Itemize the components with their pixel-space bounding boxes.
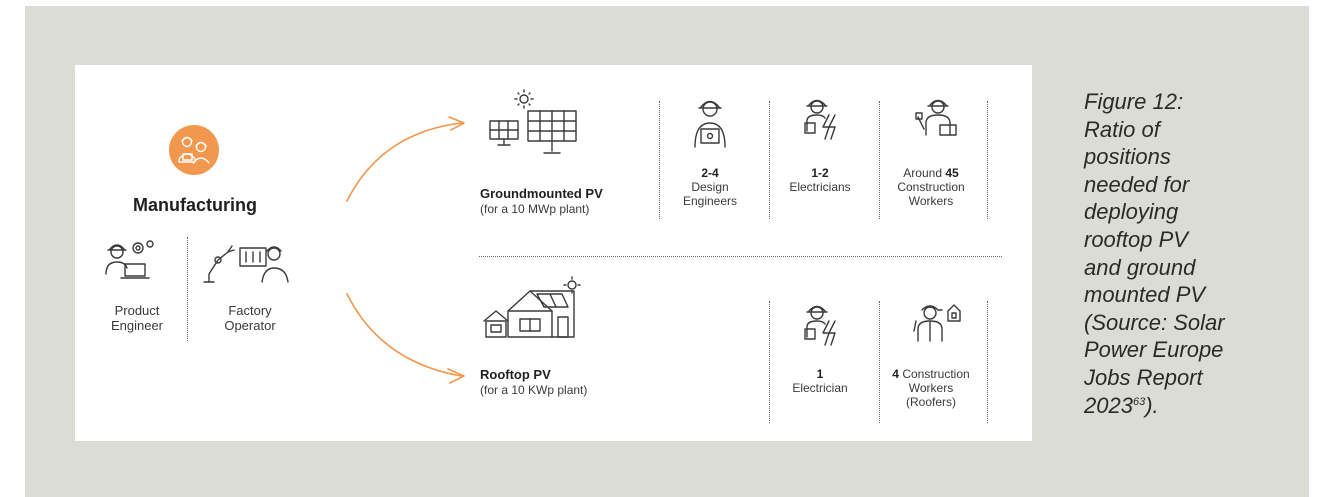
position-electricians: 1-2 Electricians (775, 166, 865, 194)
divider (769, 301, 770, 423)
role-line: Engineer (110, 318, 164, 333)
role-line: Operator (224, 318, 276, 333)
position-prefix: Around (903, 166, 946, 180)
role-factory-operator: Factory Operator (190, 303, 310, 333)
position-label: Workers (908, 194, 954, 208)
manufacturing-title: Manufacturing (133, 195, 257, 215)
position-label: Electrician (792, 381, 848, 395)
figure-caption: Figure 12: Ratio of positions needed for… (1084, 88, 1284, 419)
caption-closing: ). (1145, 392, 1159, 418)
position-construction-workers: Around 45 Construction Workers (881, 166, 981, 208)
manufacturing-divider (187, 237, 188, 341)
section-divider (479, 256, 1002, 257)
caption-line: (Source: Solar (1084, 309, 1225, 335)
position-value: 2-4 (701, 166, 719, 180)
caption-last-line: 202363). (1084, 392, 1284, 420)
rooftop-title: Rooftop PV (480, 367, 551, 382)
caption-line: rooftop PV (1084, 226, 1188, 252)
solar-panels-sun-icon (489, 89, 577, 154)
position-design-engineers: 2-4 Design Engineers (665, 166, 755, 208)
groundmounted-subtitle: (for a 10 MWp plant) (480, 202, 590, 216)
caption-line: needed for (1084, 171, 1190, 197)
house-solar-roof-icon (483, 276, 581, 338)
divider (879, 301, 880, 423)
position-label: Electricians (789, 180, 851, 194)
role-line: Factory (228, 303, 272, 318)
position-value-line: 4 Construction (881, 367, 981, 381)
design-engineer-icon (694, 100, 726, 148)
caption-year: 2023 (1084, 392, 1133, 418)
engineer-gears-icon (105, 240, 154, 279)
factory-operator-icon (203, 245, 289, 283)
position-suffix: Construction (898, 367, 970, 381)
arrow-to-rooftop (346, 293, 465, 384)
electrician-icon (804, 99, 836, 140)
divider (659, 101, 660, 219)
position-value: 1 (816, 367, 824, 381)
role-product-engineer: Product Engineer (87, 303, 187, 333)
caption-line: Power Europe (1084, 337, 1224, 363)
caption-line: mounted PV (1084, 282, 1206, 308)
divider (879, 101, 880, 219)
position-label: Engineers (682, 194, 738, 208)
caption-line: Jobs Report (1084, 364, 1203, 390)
role-line: Product (114, 303, 160, 318)
caption-line: deploying (1084, 199, 1179, 225)
construction-worker-icon (915, 99, 957, 136)
divider (769, 101, 770, 219)
caption-line: and ground (1084, 254, 1196, 280)
position-label: Workers (908, 381, 954, 395)
caption-footnote-ref[interactable]: 63 (1132, 395, 1146, 408)
position-value: 1-2 (811, 166, 829, 180)
position-value-line: Around 45 (881, 166, 981, 180)
position-label: (Roofers) (905, 395, 956, 409)
divider (987, 301, 988, 423)
position-value: 4 (892, 367, 899, 381)
caption-line: Figure 12: (1084, 89, 1184, 114)
position-label: Design (691, 180, 729, 194)
groundmounted-title: Groundmounted PV (480, 186, 603, 201)
caption-line: positions (1084, 144, 1171, 170)
diagram-card: Manufacturing Product Engineer Factory O… (75, 65, 1032, 441)
divider (987, 101, 988, 219)
position-electrician: 1 Electrician (775, 367, 865, 395)
position-value: 45 (945, 166, 959, 180)
manufacturing-badge-icon (169, 125, 219, 175)
roofer-icon (913, 304, 961, 342)
caption-line: Ratio of (1084, 116, 1160, 142)
electrician-icon (804, 305, 836, 346)
rooftop-subtitle: (for a 10 KWp plant) (480, 383, 588, 397)
position-roofers: 4 Construction Workers (Roofers) (881, 367, 981, 409)
arrow-to-groundmounted (346, 116, 465, 202)
position-label: Construction (897, 180, 965, 194)
